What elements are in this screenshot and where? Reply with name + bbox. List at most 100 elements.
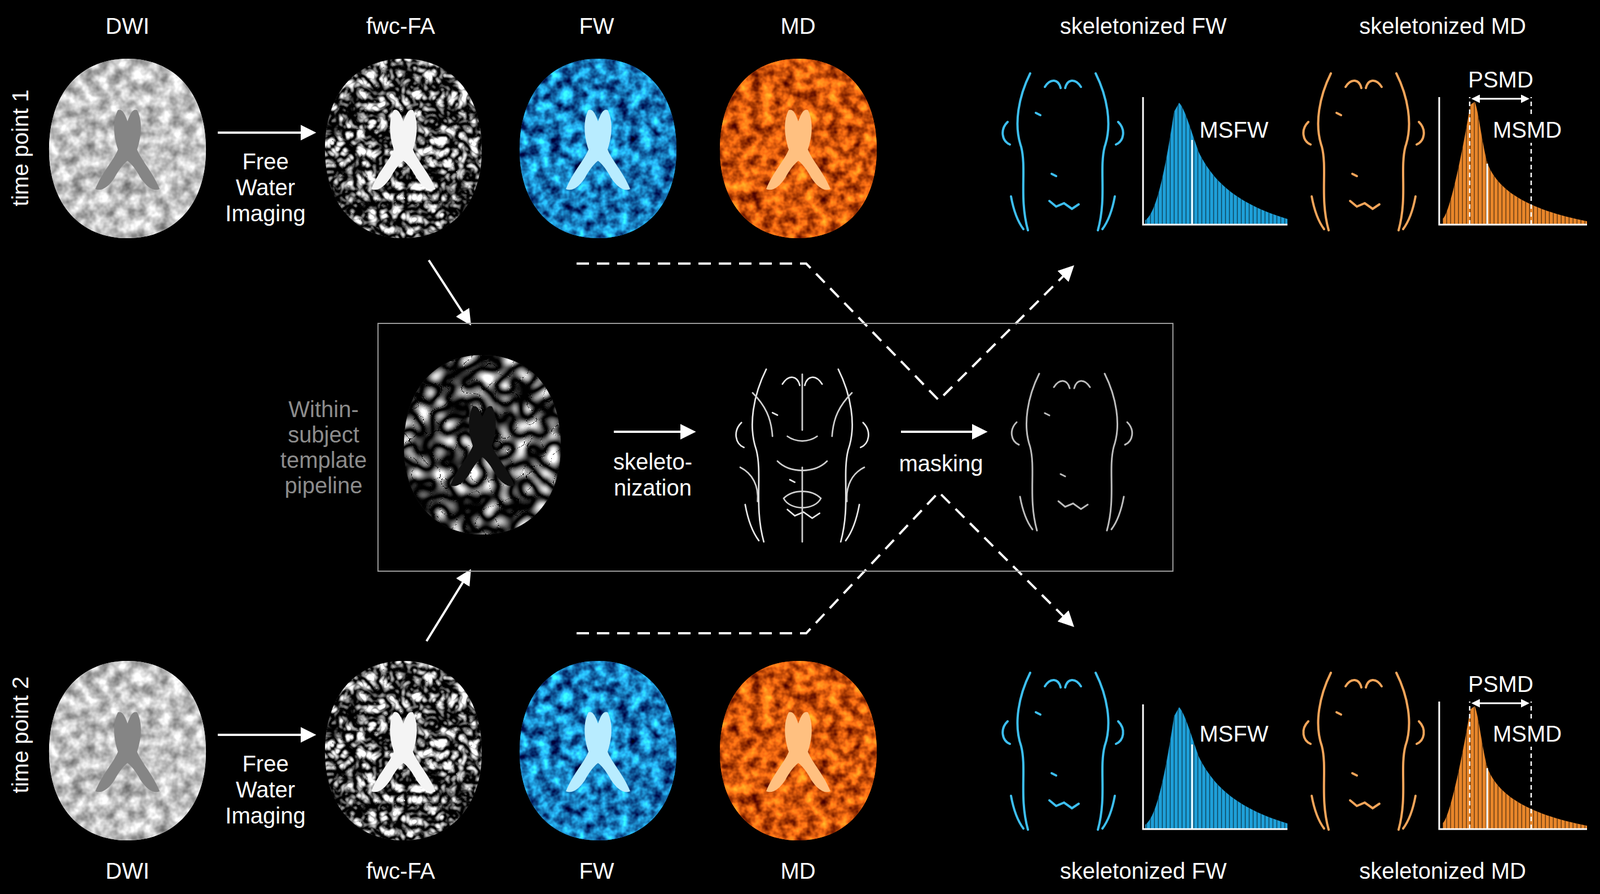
arrow-connector: [217, 131, 314, 134]
panel-title: skeletonized MD: [1295, 857, 1590, 884]
histogram-bars: [1145, 102, 1288, 225]
panel-title: DWI: [37, 12, 218, 39]
md-skeleton: [1303, 73, 1424, 231]
annotation-label: MSFW: [1197, 720, 1271, 747]
image-panel: FW: [510, 11, 683, 264]
template-scan: [400, 352, 565, 536]
fw-scan: [516, 56, 680, 240]
process-arrow: [613, 430, 693, 433]
ventricles: [371, 109, 436, 190]
dashed-connector: [576, 491, 1072, 634]
panel-title: FW: [510, 857, 683, 884]
dwi-scan: [45, 658, 210, 842]
image-panel: MD: [711, 643, 885, 886]
ventricles: [766, 711, 831, 792]
histogram-area: [1145, 102, 1288, 225]
scan-texture: [400, 352, 565, 536]
scan-texture: [45, 658, 210, 842]
fa-scan: [321, 56, 486, 240]
skeleton-lines: [1303, 672, 1424, 830]
histogram-bars: [1442, 705, 1588, 829]
fw-scan: [516, 658, 680, 842]
mean-line: [1486, 767, 1489, 829]
ventricles: [95, 109, 160, 190]
histogram-axes: [1143, 704, 1288, 829]
panel-title: MD: [711, 857, 885, 884]
scan-ground: [516, 56, 680, 240]
dashed-connector: [576, 263, 1072, 400]
mean-line: [1486, 163, 1489, 225]
skeleton-lines: [1303, 73, 1424, 231]
scan-ground: [716, 56, 881, 240]
image-panel: DWI: [37, 11, 218, 249]
annotation-label: masking: [889, 450, 993, 477]
annotation-label: MSMD: [1490, 720, 1564, 747]
fw-skeleton: [1002, 73, 1123, 231]
edge-label: Free Water Imaging: [215, 750, 316, 829]
scan-ground: [321, 658, 486, 842]
annotation-label: MSFW: [1197, 116, 1271, 143]
panel-title: skeletonized MD: [1295, 12, 1590, 39]
ventricles: [95, 711, 160, 792]
skeleton-lines: [736, 368, 869, 542]
image-panel: skeletonized FW: [995, 624, 1292, 886]
panel-title: fwc-FA: [313, 12, 489, 39]
md-skeleton: [1303, 672, 1424, 830]
image-panel: FW: [510, 633, 683, 886]
histogram-area: [1442, 705, 1588, 829]
image-panel: fwc-FA: [313, 11, 489, 261]
fw-histogram: [1143, 97, 1288, 225]
image-panel: DWI: [37, 643, 218, 886]
panel-title: fwc-FA: [313, 857, 489, 884]
range-arrow: [1473, 702, 1528, 705]
mean-line: [1191, 139, 1194, 225]
ventricles: [565, 109, 631, 190]
annotation-label: time point 1: [7, 87, 34, 209]
skeleton-lines: [1002, 672, 1123, 830]
skeleton-lines: [1002, 73, 1123, 231]
annotation-label: MSMD: [1490, 116, 1564, 143]
skeleton-lines: [740, 374, 865, 542]
panel-title: skeletonized FW: [995, 12, 1292, 39]
arrow-connector: [217, 733, 314, 736]
panel-title: DWI: [37, 857, 218, 884]
percentile-line: [1469, 97, 1471, 225]
histogram-bars: [1145, 706, 1288, 829]
ventricles: [766, 109, 831, 190]
scan-texture: [716, 56, 881, 240]
image-panel: fwc-FA: [313, 640, 489, 886]
annotation-label: PSMD: [1465, 670, 1536, 697]
panel-title: skeletonized FW: [995, 857, 1292, 884]
ventricles: [371, 711, 436, 792]
arrow-connector: [428, 260, 470, 323]
scan-ground: [716, 658, 881, 842]
md-scan: [716, 658, 881, 842]
histogram-area: [1442, 101, 1588, 225]
scan-texture: [716, 658, 881, 842]
histogram-axes: [1439, 701, 1588, 829]
ventricles: [450, 405, 515, 486]
ventricles: [565, 711, 631, 792]
md-histogram: [1439, 701, 1588, 829]
arrow-connector: [426, 571, 470, 641]
pipeline-box: Within- subject template pipeline: [377, 322, 1174, 572]
annotation-label: time point 2: [7, 674, 34, 796]
masked-skeleton: [1011, 373, 1132, 531]
fa-scan: [321, 658, 486, 842]
image-panel: MD: [711, 11, 885, 249]
annotation-label: skeleto- nization: [601, 448, 705, 501]
edge-label: Free Water Imaging: [215, 148, 316, 227]
histogram-axes: [1143, 97, 1288, 225]
histogram-axes: [1439, 97, 1588, 225]
process-arrow: [900, 430, 985, 433]
range-arrow: [1473, 98, 1528, 100]
panel-title: MD: [711, 12, 885, 39]
scan-texture: [45, 56, 210, 240]
percentile-line: [1530, 97, 1533, 225]
annotation-label: PSMD: [1465, 66, 1536, 93]
histogram-bars: [1442, 101, 1588, 225]
pipeline-label: Within- subject template pipeline: [277, 396, 371, 499]
dwi-scan: [45, 56, 210, 240]
scan-ground: [45, 56, 210, 240]
